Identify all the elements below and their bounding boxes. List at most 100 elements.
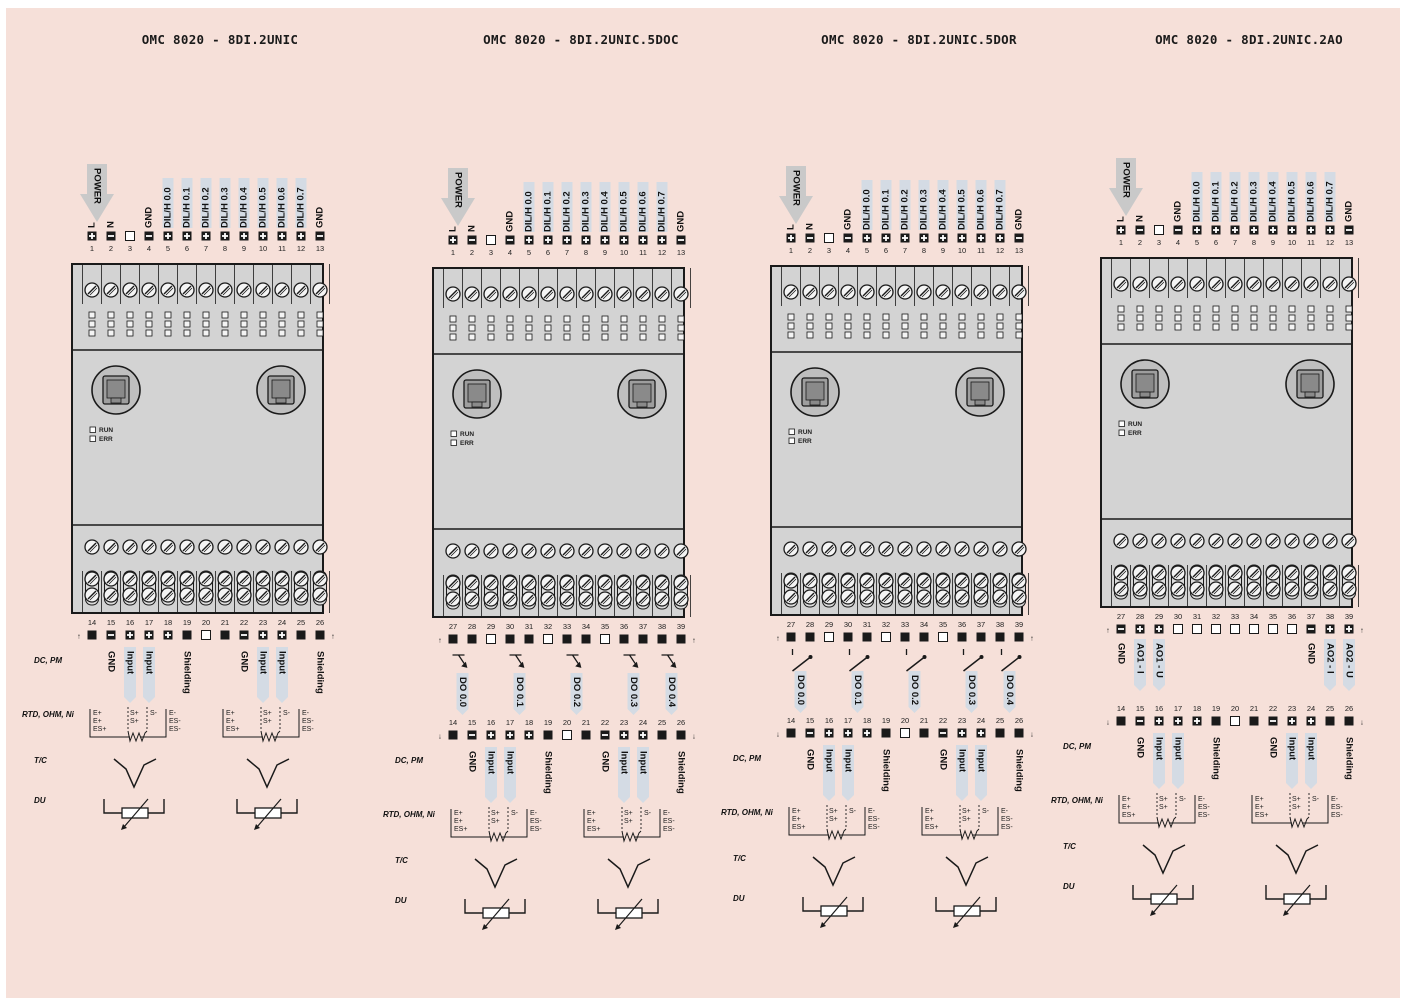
dc-pm-label: DC, PM <box>34 656 62 665</box>
potentiometer-symbol <box>1265 884 1327 916</box>
rtd-term: S- <box>849 808 857 815</box>
terminal-number: 18 <box>1193 704 1201 713</box>
digital-output-label: DO 0.4 <box>666 677 677 708</box>
terminal-number: 14 <box>787 716 795 725</box>
module-title: OMC 8020 - 8DI.2UNIC <box>142 32 299 47</box>
top-terminal-label: L <box>448 226 459 232</box>
power-label: POWER <box>1120 162 1131 198</box>
rtd-term: S- <box>283 710 291 717</box>
rtd-term: ES- <box>663 818 675 825</box>
transistor-output-icon <box>623 654 639 668</box>
top-terminal-label: DIL/H 0.3 <box>1249 181 1260 222</box>
bottom-terminal <box>581 634 591 644</box>
bottom-terminal <box>1249 624 1259 634</box>
du-label: DU <box>733 894 745 903</box>
rtd-connection: E+E+ES+E-ES-ES-S+S+S- <box>89 707 181 743</box>
terminal-number: 21 <box>582 718 590 727</box>
rtd-term: ES- <box>663 826 675 833</box>
top-terminal-label: DIL/H 0.2 <box>201 187 212 228</box>
rtd-connection: E+E+ES+E-ES-ES-S+S+S- <box>450 807 542 843</box>
top-terminal-label: GND <box>315 207 326 228</box>
bottom-terminal <box>505 634 515 644</box>
rtd-term: S- <box>644 810 652 817</box>
terminal-number: 27 <box>449 622 457 631</box>
top-terminal-label: GND <box>676 211 687 232</box>
io-label: Input <box>1153 737 1164 761</box>
terminal-number: 22 <box>1269 704 1277 713</box>
bottom-terminal <box>919 632 929 642</box>
top-terminal-label: DIL/H 0.1 <box>1211 181 1222 222</box>
direction-arrow-icon: ↓ <box>1106 718 1110 727</box>
bottom-terminal <box>862 632 872 642</box>
top-terminal-label: DIL/H 0.0 <box>1192 181 1203 222</box>
du-label: DU <box>395 896 407 905</box>
potentiometer-symbol <box>935 896 997 928</box>
terminal-number: 29 <box>825 620 833 629</box>
top-terminal-label: DIL/H 0.3 <box>581 191 592 232</box>
led-label: ERR <box>798 438 812 445</box>
rtd-term: E+ <box>925 816 934 823</box>
rtd-term: ES- <box>1001 816 1013 823</box>
direction-arrow-icon: ↓ <box>1030 730 1034 739</box>
transistor-output-icon <box>509 654 525 668</box>
top-terminal-label: GND <box>1344 201 1355 222</box>
analog-output-label: AO2 - U <box>1343 643 1354 678</box>
rtd-term: E+ <box>792 816 801 823</box>
bottom-terminal <box>1230 716 1240 726</box>
terminal-number: 3 <box>489 248 493 257</box>
terminal-number: 28 <box>1136 612 1144 621</box>
io-label: Input <box>975 749 986 773</box>
terminal-number: 35 <box>601 622 609 631</box>
terminal-number: 7 <box>565 248 569 257</box>
terminal-number: 7 <box>903 246 907 255</box>
terminal-number: 30 <box>844 620 852 629</box>
terminal-number: 35 <box>1269 612 1277 621</box>
rtd-term: S+ <box>1159 796 1168 803</box>
io-label: GND <box>238 651 249 672</box>
io-label: GND <box>1134 737 1145 758</box>
direction-arrow-icon: ↓ <box>776 730 780 739</box>
rtd-term: S+ <box>624 810 633 817</box>
top-terminal-label: DIL/H 0.7 <box>296 187 307 228</box>
terminal-number: 11 <box>1307 238 1315 247</box>
top-terminal <box>486 235 496 245</box>
terminal-number: 5 <box>527 248 531 257</box>
top-terminal-label: GND <box>1173 201 1184 222</box>
terminal-number: 29 <box>1155 612 1163 621</box>
terminal-number: 38 <box>1326 612 1334 621</box>
rtd-term: E+ <box>792 808 801 815</box>
bottom-terminal <box>976 632 986 642</box>
direction-arrow-icon: ↓ <box>1360 718 1364 727</box>
top-terminal <box>125 231 135 241</box>
terminal-number: 33 <box>1231 612 1239 621</box>
terminal-number: 22 <box>601 718 609 727</box>
terminal-number: 10 <box>259 244 267 253</box>
top-terminal-label: DIL/H 0.0 <box>524 191 535 232</box>
rtd-term: S+ <box>130 718 139 725</box>
module-title: OMC 8020 - 8DI.2UNIC.5DOC <box>483 32 679 47</box>
status-led <box>450 430 457 437</box>
rtd-term: E+ <box>226 710 235 717</box>
led-label: ERR <box>460 440 474 447</box>
top-terminal-label: DIL/H 0.6 <box>1306 181 1317 222</box>
power-label: POWER <box>452 172 463 208</box>
top-terminal-label: DIL/H 0.0 <box>862 189 873 230</box>
analog-output-label: AO1 - U <box>1153 643 1164 678</box>
bottom-terminal <box>201 630 211 640</box>
io-label: GND <box>1267 737 1278 758</box>
top-terminal-label: DIL/H 0.5 <box>258 187 269 228</box>
terminal-number: 12 <box>1326 238 1334 247</box>
io-label: Shielding <box>1343 737 1354 780</box>
top-terminal-label: L <box>87 222 98 228</box>
terminal-number: 7 <box>204 244 208 253</box>
bottom-terminal <box>805 632 815 642</box>
bottom-terminal <box>220 630 230 640</box>
status-led <box>89 435 96 442</box>
rtd-ohm-ni-label: RTD, OHM, Ni <box>22 710 75 719</box>
terminal-number: 38 <box>658 622 666 631</box>
bottom-terminal <box>87 630 97 640</box>
tc-label: T/C <box>34 756 47 765</box>
rtd-term: ES- <box>1331 812 1343 819</box>
